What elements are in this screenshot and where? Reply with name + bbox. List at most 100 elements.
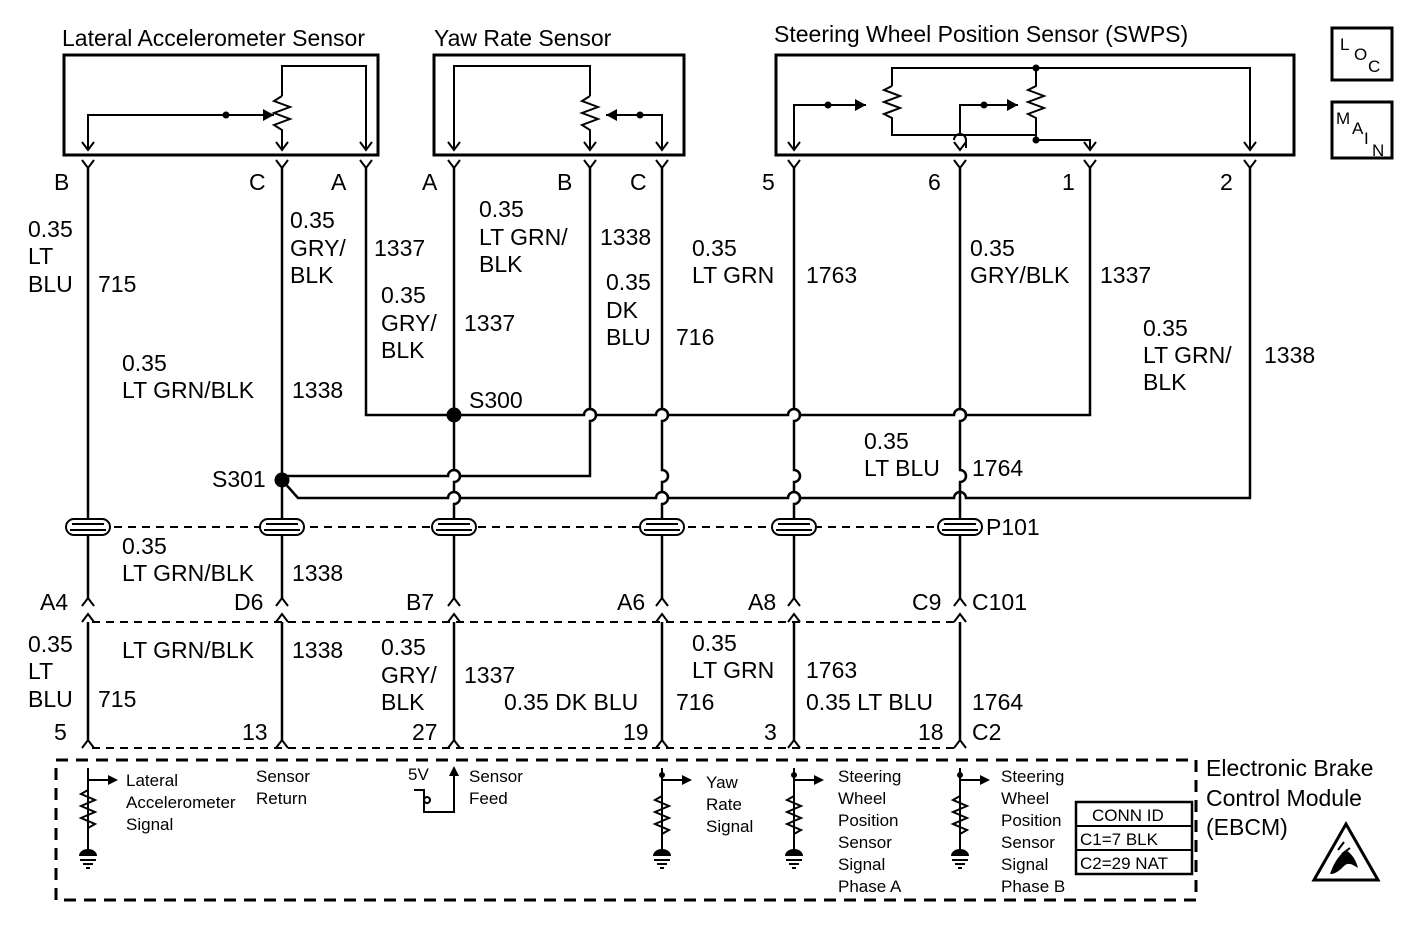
svg-text:(EBCM): (EBCM) (1206, 814, 1288, 840)
wire-label-715-top: 0.35 LT BLU 715 (28, 216, 136, 297)
svg-text:LT: LT (28, 243, 53, 269)
svg-text:LT GRN: LT GRN (692, 657, 774, 683)
ebcm-module: Lateral Accelerometer Signal Sensor Retu… (54, 758, 1198, 902)
splice-s301-label: S301 (212, 466, 266, 492)
svg-text:Steering: Steering (1001, 767, 1064, 786)
resistor-icon (950, 795, 970, 835)
svg-text:Accelerometer: Accelerometer (126, 793, 236, 812)
ebcm-input-swps-a: Steering Wheel Position Sensor Signal Ph… (784, 767, 902, 896)
pin-label: 2 (1220, 169, 1233, 195)
pin-label: A (331, 169, 347, 195)
svg-text:1337: 1337 (374, 235, 425, 261)
svg-text:Rate: Rate (706, 795, 742, 814)
main-icon-letter: I (1364, 129, 1369, 148)
pass-through-grommet-icon (639, 518, 685, 536)
svg-text:1763: 1763 (806, 657, 857, 683)
svg-text:LT GRN/BLK: LT GRN/BLK (122, 637, 255, 663)
c101-pin-label: C9 (912, 589, 941, 615)
svg-text:Feed: Feed (469, 789, 508, 808)
pin-label: 1 (1062, 169, 1075, 195)
svg-text:0.35: 0.35 (381, 634, 426, 660)
svg-text:BLU: BLU (606, 324, 651, 350)
yaw-sensor-title: Yaw Rate Sensor (434, 25, 612, 51)
wire-label-1337-lat-a: 0.35 GRY/ BLK 1337 (381, 282, 515, 363)
swps-return-line (1036, 139, 1091, 148)
c101-label: C101 (972, 589, 1027, 615)
svg-text:Yaw: Yaw (706, 773, 739, 792)
wire-1338-yaw (282, 168, 598, 478)
pin-label: 5 (762, 169, 775, 195)
conn-id-row: C1=7 BLK (1080, 830, 1159, 849)
svg-text:1337: 1337 (464, 662, 515, 688)
ebcm-title: Electronic Brake Control Module (EBCM) (1206, 755, 1373, 840)
svg-text:LT GRN/: LT GRN/ (479, 224, 568, 250)
svg-text:1763: 1763 (806, 262, 857, 288)
svg-text:1338: 1338 (600, 224, 651, 250)
swps-body (774, 53, 1296, 157)
svg-text:715: 715 (98, 271, 136, 297)
svg-text:Electronic Brake: Electronic Brake (1206, 755, 1373, 781)
ebcm-input-yaw: Yaw Rate Signal (652, 768, 753, 869)
svg-text:Sensor: Sensor (838, 833, 892, 852)
resistor-icon (652, 795, 672, 835)
svg-text:GRY/: GRY/ (381, 310, 437, 336)
sensor-pin-labels: B C A A B C 5 6 1 2 (54, 169, 1233, 195)
p101-label: P101 (986, 514, 1040, 540)
svg-text:1764: 1764 (972, 455, 1023, 481)
svg-text:Sensor: Sensor (469, 767, 523, 786)
svg-text:Phase B: Phase B (1001, 877, 1065, 896)
ebcm-body (54, 758, 1198, 902)
wire-label-1338-yaw: 0.35 LT GRN/ BLK 1338 (479, 196, 651, 277)
swps-wiper-a (793, 104, 866, 148)
svg-text:GRY/: GRY/ (381, 662, 437, 688)
loc-icon[interactable]: L O C (1330, 26, 1394, 82)
svg-text:0.35: 0.35 (122, 350, 167, 376)
conn-id-row: C2=29 NAT (1080, 854, 1168, 873)
ebcm-sensor-feed: 5V Sensor Feed (408, 765, 523, 813)
svg-text:LT BLU: LT BLU (864, 455, 940, 481)
swps-resistor-a-icon (881, 85, 1036, 136)
svg-text:BLK: BLK (381, 689, 425, 715)
arrow-icon (449, 766, 459, 776)
svg-text:BLK: BLK (381, 337, 425, 363)
svg-text:LT GRN: LT GRN (692, 262, 774, 288)
svg-text:Wheel: Wheel (838, 789, 886, 808)
svg-text:0.35: 0.35 (290, 207, 335, 233)
svg-text:0.35: 0.35 (970, 235, 1015, 261)
splice-s301 (274, 472, 290, 488)
svg-text:1337: 1337 (1100, 262, 1151, 288)
pin-label: C (249, 169, 266, 195)
main-icon[interactable]: M A I N (1330, 100, 1394, 160)
yaw-sensor-internal-supply (453, 65, 591, 148)
svg-text:Return: Return (256, 789, 307, 808)
lateral-accelerometer-sensor: Lateral Accelerometer Sensor (62, 25, 380, 157)
ebcm-connector-label: C2 (972, 719, 1001, 745)
esd-warning-icon (1311, 820, 1381, 882)
lateral-sensor-wiper (87, 114, 274, 148)
wiring-lower: 5 13 27 19 3 18 C2 (54, 622, 1001, 749)
lateral-sensor-title: Lateral Accelerometer Sensor (62, 25, 365, 51)
ebcm-pin-label: 5 (54, 719, 67, 745)
svg-text:0.35: 0.35 (1143, 315, 1188, 341)
pass-through-grommet-icon (65, 518, 111, 536)
pass-through-grommet-icon (937, 518, 983, 536)
svg-text:Signal: Signal (1001, 855, 1048, 874)
svg-text:BLK: BLK (479, 251, 523, 277)
loc-icon-letter: O (1354, 45, 1367, 64)
svg-text:Lateral: Lateral (126, 771, 178, 790)
swps-resistor-b-icon (1025, 68, 1047, 140)
wire-label-1764-top: 0.35 LT BLU 1764 (864, 428, 1023, 481)
ebcm-pin-label: 13 (242, 719, 268, 745)
svg-text:BLK: BLK (1143, 369, 1187, 395)
c101-pin-label: A6 (617, 589, 645, 615)
swps-supply-line (891, 67, 1251, 148)
wire-labels-upper: 0.35 LT BLU 715 0.35 GRY/ BLK 1337 0.35 … (28, 196, 1315, 586)
wire-label-1338-swps: 0.35 LT GRN/ BLK 1338 (1143, 315, 1315, 395)
svg-text:0.35 LT BLU: 0.35 LT BLU (806, 689, 933, 715)
resistor-icon (784, 795, 804, 835)
wire-label-1338-mid: 0.35 LT GRN/BLK 1338 (122, 533, 343, 586)
arrow-icon (263, 109, 274, 121)
svg-text:0.35: 0.35 (28, 216, 73, 242)
ground-icon (79, 849, 97, 856)
